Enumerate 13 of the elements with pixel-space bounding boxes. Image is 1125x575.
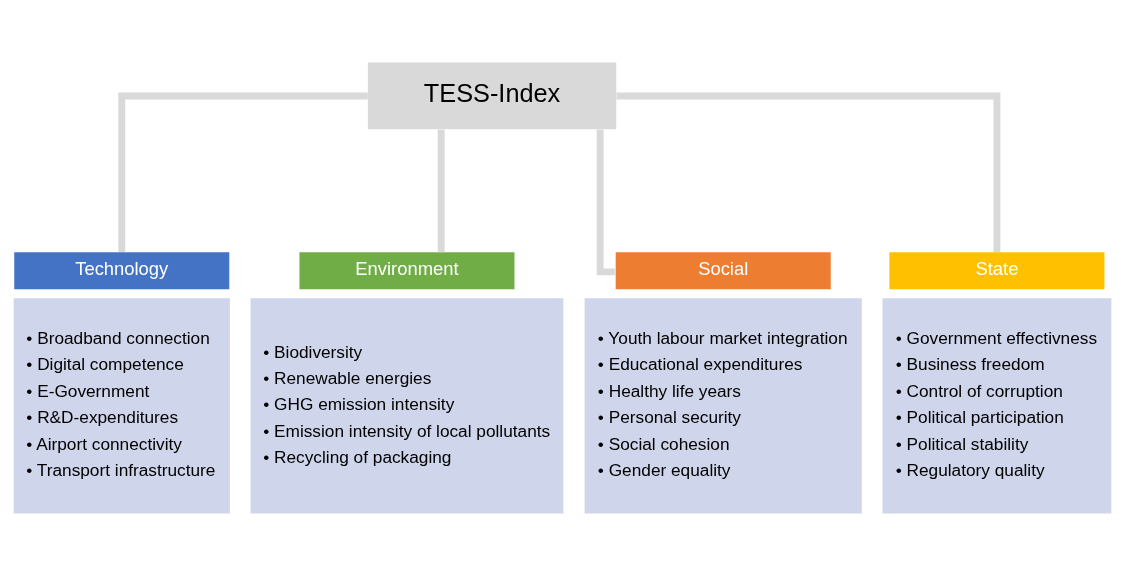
node-box: • Broadband connection • Digital competence • E-Government • R&D-expenditures • Airport connectivity • Transport infrastructure (13, 297, 230, 513)
connector (616, 92, 1001, 252)
node-box: Technology (14, 251, 230, 289)
node-box: • Biodiversity • Renewable energies • GHG emission intensity • Emission intensity of local pollutants • Recycling of packaging (250, 297, 564, 513)
node-box: • Government effectivness • Business freedom • Control of corruption • Political participation • Political stability • Regulatory quality (882, 297, 1112, 513)
node-box: TESS-Index (367, 62, 617, 129)
connector (437, 129, 445, 252)
node-box: • Youth labour market integration • Educational expenditures • Healthy life years • Personal security • Social cohesion • Gender equality (584, 297, 862, 513)
node-box: Environment (299, 251, 515, 289)
node-box: Social (615, 251, 831, 289)
node-box: State (889, 251, 1105, 289)
connector (596, 128, 616, 275)
connector (118, 92, 368, 252)
